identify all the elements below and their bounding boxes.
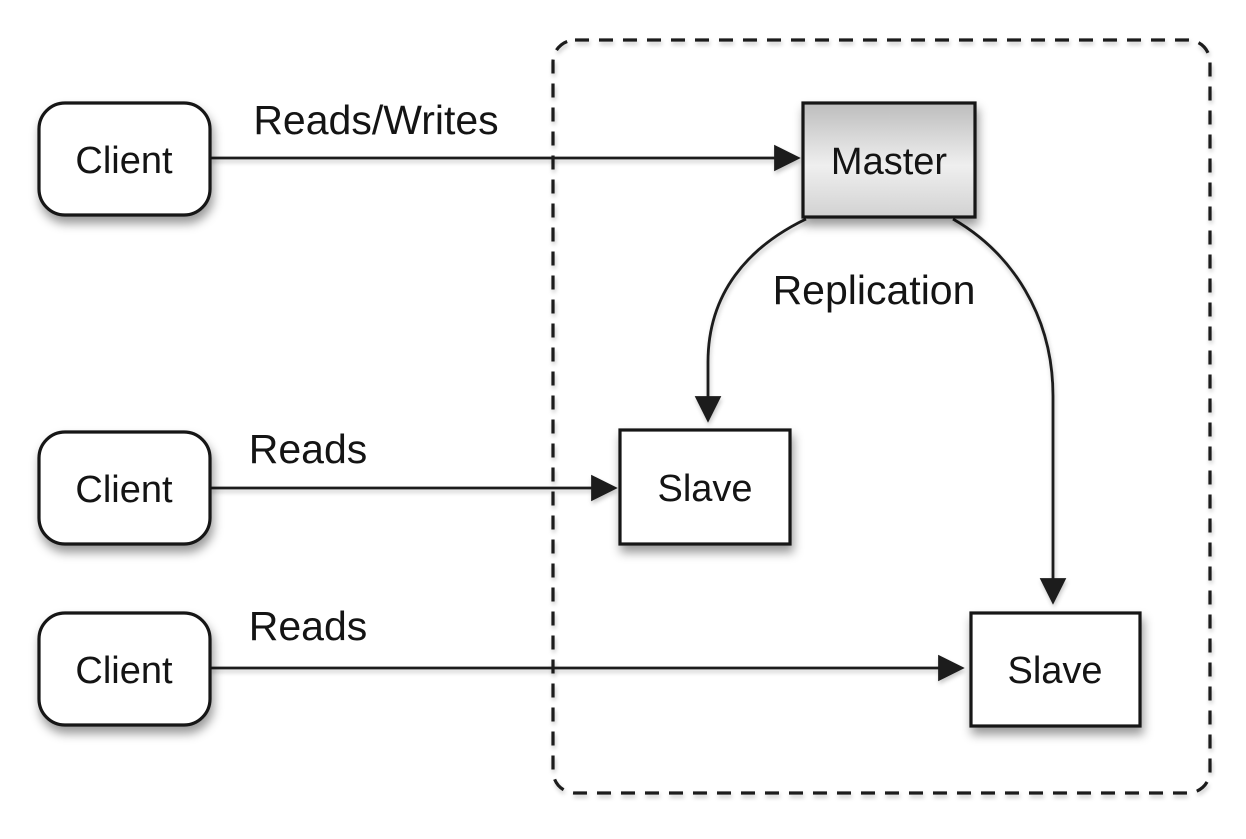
edge-label-replication: Replication — [773, 267, 976, 313]
edge-master-to-slave2 — [952, 217, 1067, 605]
client-node-3: Client — [37, 611, 212, 727]
client-box — [37, 430, 212, 546]
master-box — [801, 101, 977, 219]
slave-box — [969, 611, 1142, 728]
slave-node-1: Slave — [618, 428, 792, 546]
client-box — [37, 101, 212, 217]
edge-label-reads-1: Reads — [249, 426, 368, 472]
slave-label: Slave — [1007, 650, 1102, 692]
master-label: Master — [831, 141, 947, 183]
edge-label-reads-writes: Reads/Writes — [253, 97, 498, 143]
client-node-2: Client — [37, 430, 212, 546]
client-box — [37, 611, 212, 727]
edges — [210, 144, 1067, 682]
slave-node-2: Slave — [969, 611, 1142, 728]
edge-master-to-slave1 — [694, 217, 807, 423]
slave-box — [618, 428, 792, 546]
client-label: Client — [75, 469, 173, 511]
client-label: Client — [75, 140, 173, 182]
client-node-1: Client — [37, 101, 212, 217]
master-node: Master — [801, 101, 977, 219]
edge-label-reads-2: Reads — [249, 603, 368, 649]
slave-label: Slave — [657, 468, 752, 510]
client-label: Client — [75, 650, 173, 692]
